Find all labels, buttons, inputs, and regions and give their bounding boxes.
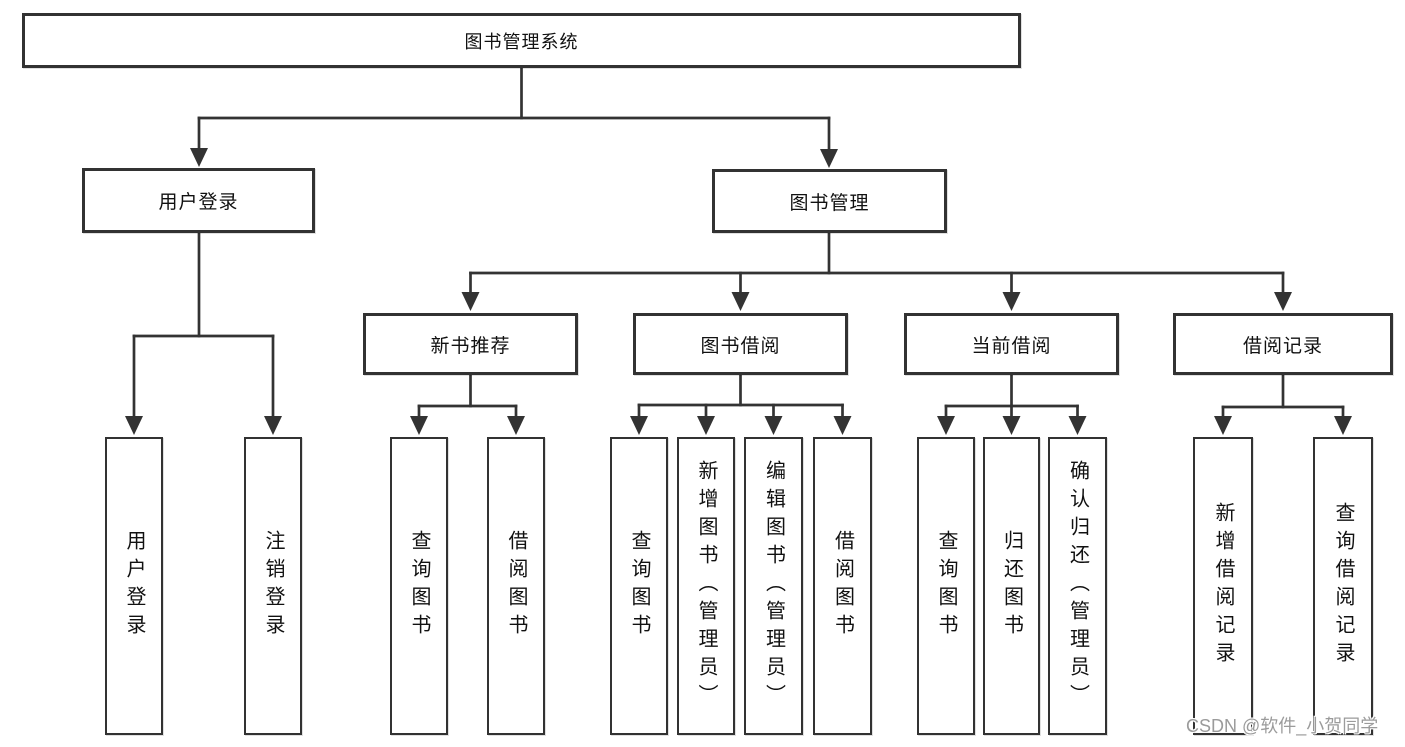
watermark-text: CSDN @软件_小贺同学 bbox=[1186, 716, 1379, 736]
node-label: 确认归还（管理员） bbox=[1066, 460, 1089, 712]
leaf-logout: 注销登录 bbox=[244, 437, 302, 735]
node-root: 图书管理系统 bbox=[22, 13, 1021, 68]
group-current-borrow: 当前借阅 bbox=[904, 313, 1119, 375]
node-label: 借阅图书 bbox=[505, 530, 527, 642]
group-new-books: 新书推荐 bbox=[363, 313, 578, 375]
node-book-mgmt: 图书管理 bbox=[712, 169, 947, 233]
node-user-login: 用户登录 bbox=[82, 168, 315, 233]
node-label: 查询图书 bbox=[935, 530, 957, 642]
group-borrow-records: 借阅记录 bbox=[1173, 313, 1393, 375]
node-label: 查询借阅记录 bbox=[1332, 502, 1354, 670]
leaf-confirm-return-admin: 确认归还（管理员） bbox=[1048, 437, 1107, 735]
leaf-return-books: 归还图书 bbox=[983, 437, 1040, 735]
node-label: 当前借阅 bbox=[971, 335, 1052, 357]
node-label: 图书借阅 bbox=[700, 335, 781, 357]
leaf-query-books-newbook: 查询图书 bbox=[390, 437, 448, 735]
leaf-query-books-borrow: 查询图书 bbox=[610, 437, 668, 735]
leaf-edit-books-admin: 编辑图书（管理员） bbox=[744, 437, 803, 735]
node-label: 借阅图书 bbox=[831, 530, 854, 642]
leaf-query-books-current: 查询图书 bbox=[917, 437, 975, 735]
arrowhead-icons bbox=[125, 148, 1352, 435]
leaf-add-borrow-record: 新增借阅记录 bbox=[1193, 437, 1253, 735]
node-label: 查询图书 bbox=[628, 530, 650, 642]
node-label: 借阅记录 bbox=[1242, 335, 1323, 357]
leaf-add-books-admin: 新增图书（管理员） bbox=[677, 437, 735, 735]
node-label: 注销登录 bbox=[262, 530, 284, 642]
node-label: 新增借阅记录 bbox=[1212, 502, 1234, 670]
node-label: 新书推荐 bbox=[430, 335, 511, 357]
connector-edges bbox=[132, 66, 1345, 420]
leaf-borrow-books-borrow: 借阅图书 bbox=[813, 437, 872, 735]
node-label: 查询图书 bbox=[408, 530, 430, 642]
node-label: 用户登录 bbox=[158, 192, 239, 213]
node-label: 编辑图书（管理员） bbox=[762, 460, 785, 712]
node-label: 图书管理系统 bbox=[464, 31, 579, 52]
group-book-borrow: 图书借阅 bbox=[633, 313, 848, 375]
node-label: 归还图书 bbox=[1000, 530, 1023, 642]
node-label: 用户登录 bbox=[123, 530, 145, 642]
leaf-borrow-books-newbook: 借阅图书 bbox=[487, 437, 545, 735]
node-label: 图书管理 bbox=[789, 192, 870, 214]
leaf-query-borrow-record: 查询借阅记录 bbox=[1313, 437, 1373, 735]
node-label: 新增图书（管理员） bbox=[695, 460, 717, 712]
leaf-user-login: 用户登录 bbox=[105, 437, 163, 735]
